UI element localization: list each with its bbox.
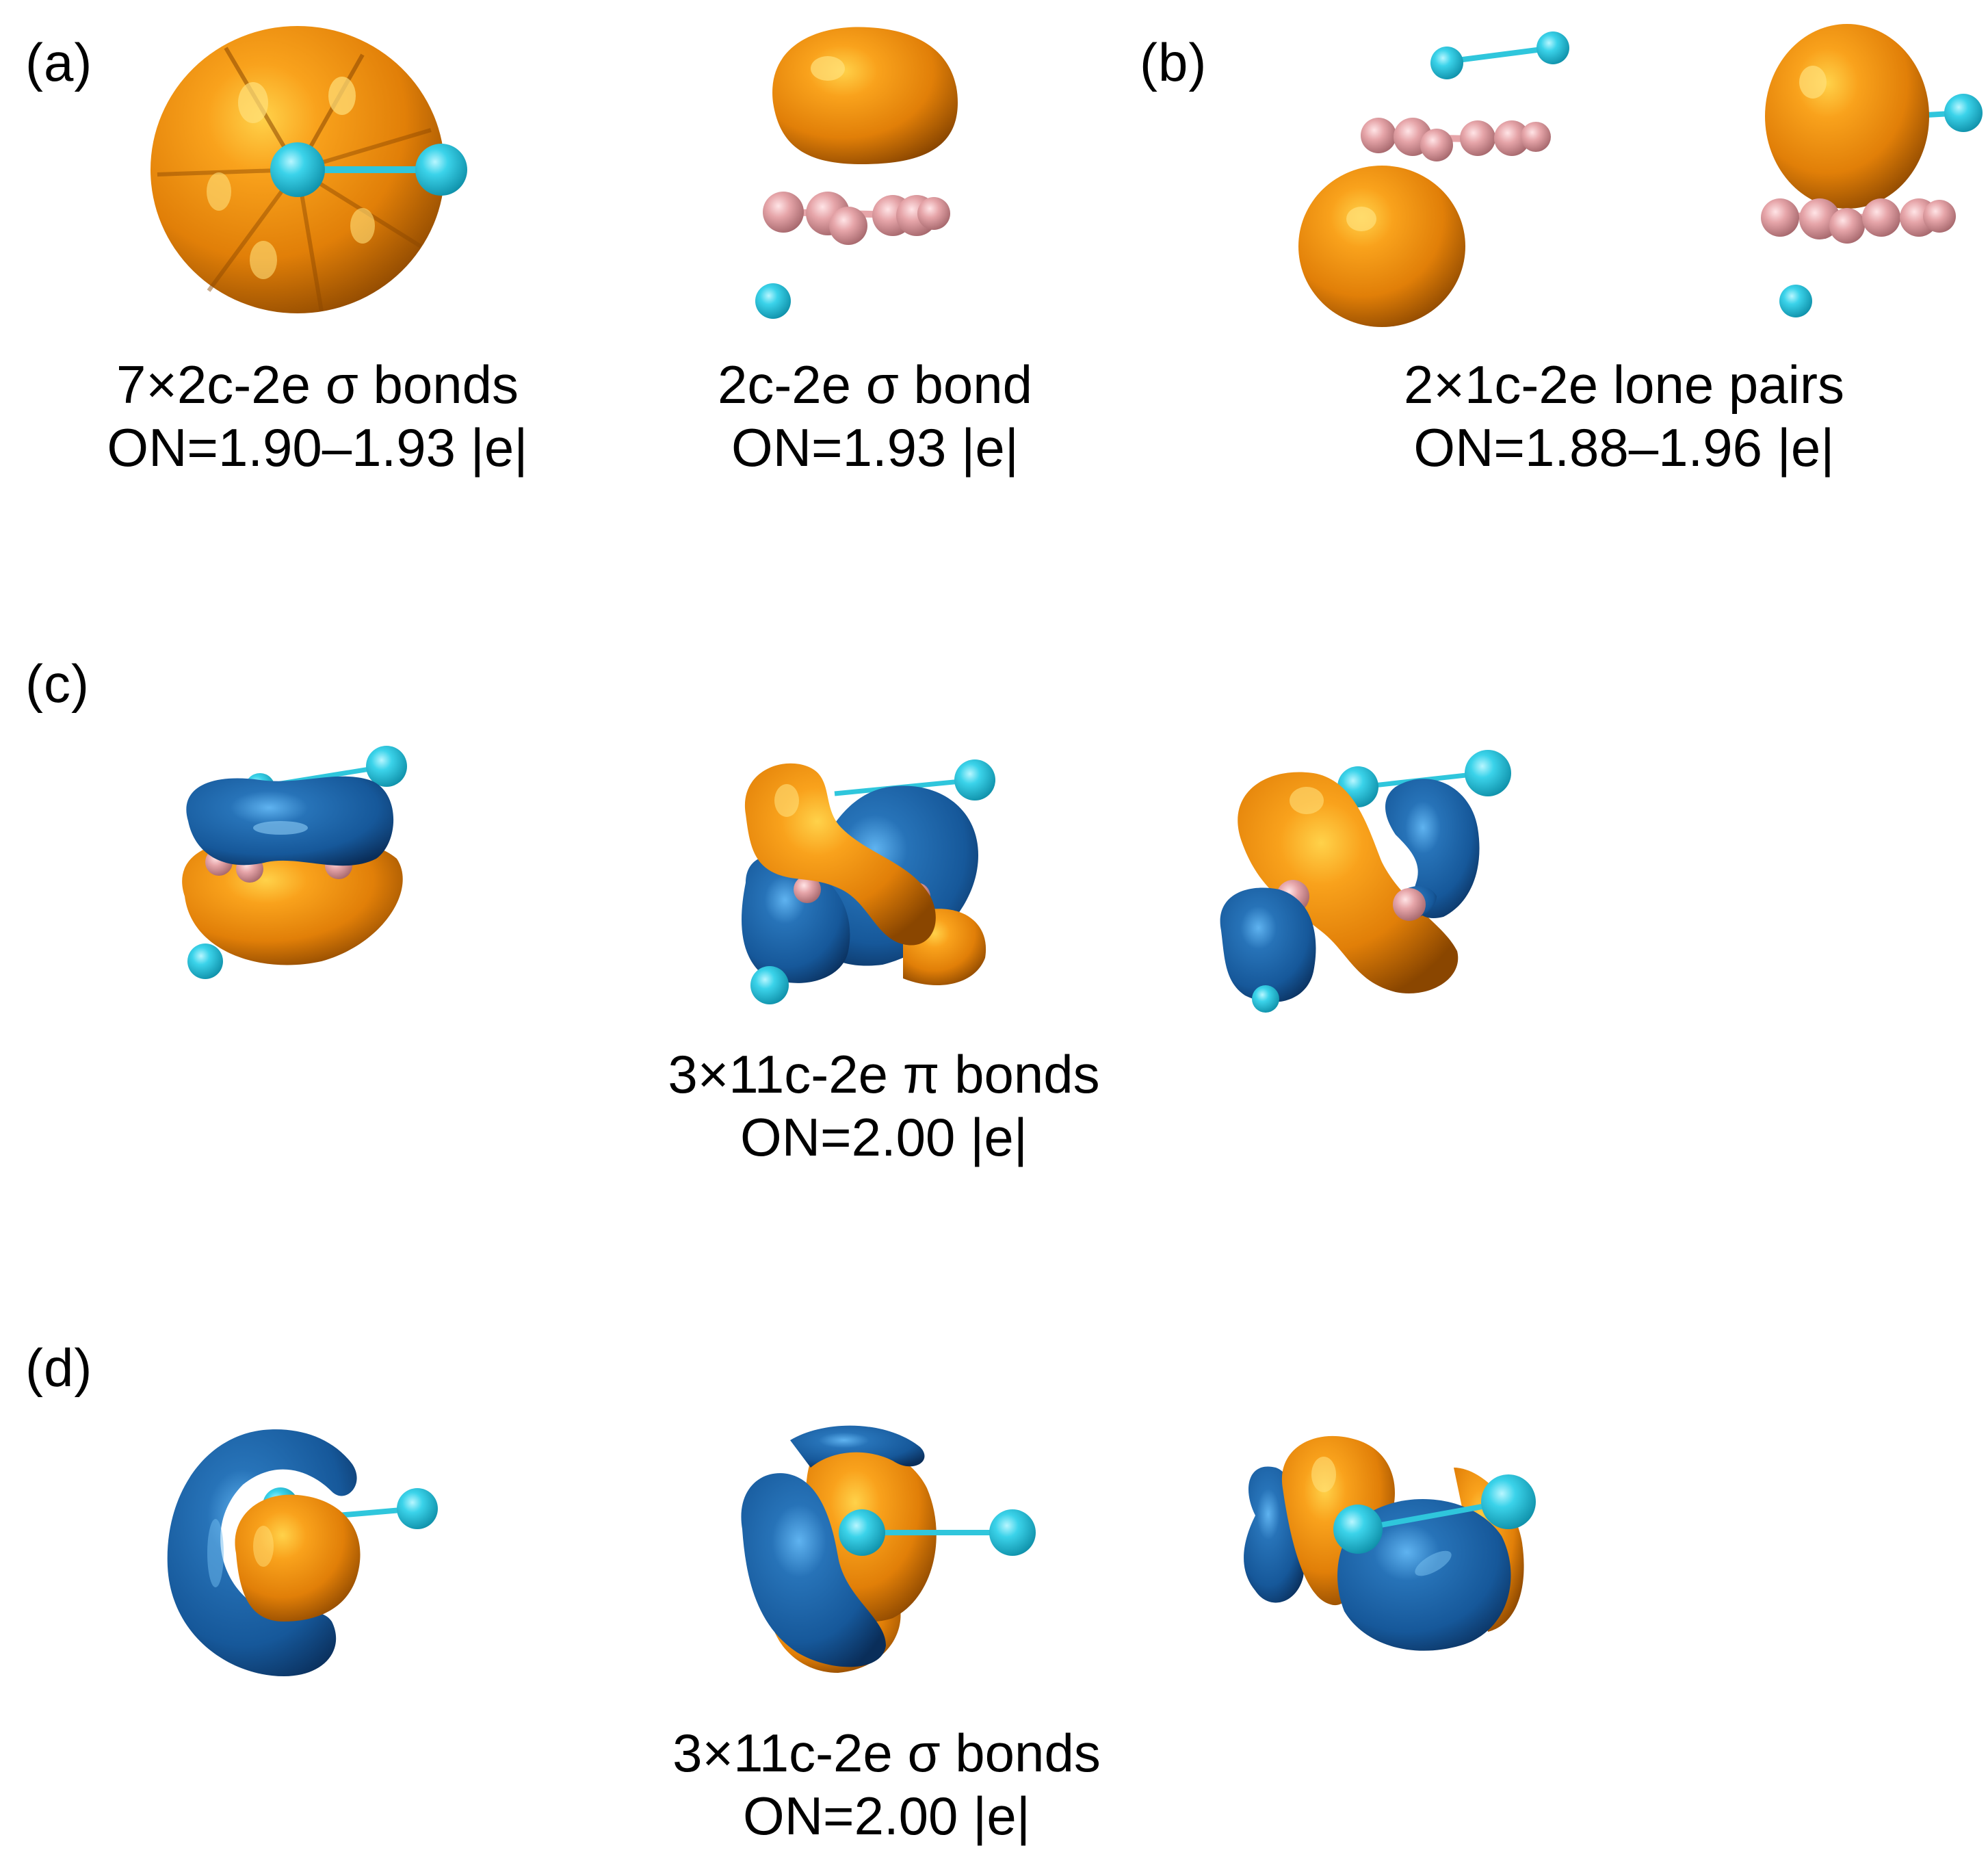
panel-label-a: (a) xyxy=(25,32,93,92)
caption-occupation: ON=1.93 |e| xyxy=(731,417,1019,478)
ligand-atom xyxy=(1779,285,1812,317)
caption-title: 2×1c-2e lone pairs xyxy=(1404,354,1844,415)
caption-a-1: 7×2c-2e σ bonds ON=1.90–1.93 |e| xyxy=(107,353,527,479)
orbital-lone-pair-2 xyxy=(1761,24,1983,317)
ligand-dimer xyxy=(1430,31,1569,79)
orbital-sigma-delocalized-1 xyxy=(167,1429,438,1676)
caption-occupation: ON=1.88–1.96 |e| xyxy=(1413,417,1835,478)
panel-label-c: (c) xyxy=(25,653,90,714)
caption-d: 3×11c-2e σ bonds ON=2.00 |e| xyxy=(672,1721,1101,1847)
caption-title: 3×11c-2e σ bonds xyxy=(672,1723,1101,1783)
orbital-lone-pair-1 xyxy=(1298,31,1569,327)
orbital-pi-2 xyxy=(742,759,995,1004)
ligand-dimer xyxy=(270,142,467,197)
caption-occupation: ON=1.90–1.93 |e| xyxy=(107,417,528,478)
orbital-sigma-delocalized-2 xyxy=(741,1425,1036,1673)
orbital-2c-2e-sigma-bond xyxy=(755,27,958,319)
panel-label-b: (b) xyxy=(1140,32,1207,92)
caption-a-2: 2c-2e σ bond ON=1.93 |e| xyxy=(718,353,1032,479)
ligand-atom xyxy=(1944,94,1983,132)
caption-occupation: ON=2.00 |e| xyxy=(740,1107,1028,1167)
boron-cluster xyxy=(1361,118,1551,161)
caption-occupation: ON=2.00 |e| xyxy=(743,1786,1030,1846)
panel-label-d: (d) xyxy=(25,1338,93,1398)
boron-cluster xyxy=(1761,198,1956,244)
ligand-atom xyxy=(755,283,791,319)
orbital-pi-3 xyxy=(1220,750,1511,1013)
caption-b: 2×1c-2e lone pairs ON=1.88–1.96 |e| xyxy=(1404,353,1844,479)
orbital-sigma-delocalized-3 xyxy=(1244,1435,1536,1651)
caption-c: 3×11c-2e π bonds ON=2.00 |e| xyxy=(668,1043,1099,1169)
orbital-pi-1 xyxy=(182,746,407,979)
orbital-7x2c-2e-sigma-donut xyxy=(151,26,467,313)
caption-title: 7×2c-2e σ bonds xyxy=(116,354,519,415)
caption-title: 3×11c-2e π bonds xyxy=(668,1044,1100,1104)
caption-title: 2c-2e σ bond xyxy=(717,354,1033,415)
boron-cluster xyxy=(763,192,950,245)
